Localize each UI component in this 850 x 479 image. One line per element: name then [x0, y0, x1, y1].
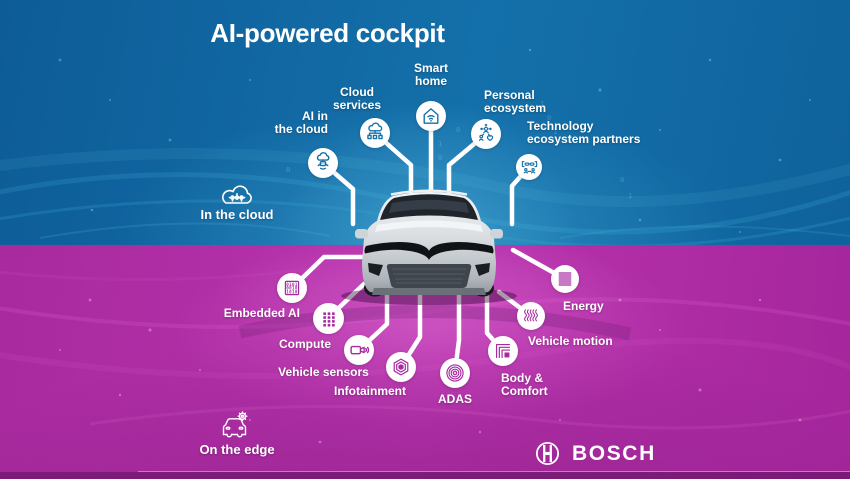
- wave-lines-icon: [524, 309, 538, 322]
- technology-ecosystem-partners-label: Technology ecosystem partners: [527, 119, 641, 146]
- bosch-wordmark: BOSCH: [572, 441, 656, 465]
- svg-text:0101: 0101: [286, 282, 298, 287]
- camera-icon: [350, 345, 370, 355]
- layers-icon: [495, 343, 511, 359]
- svg-text:0: 0: [547, 114, 551, 122]
- smart-home-icon: [423, 108, 439, 124]
- connector-personal-ecosystem: [446, 131, 489, 203]
- binary-code-icon: 0101 0010 1010: [284, 280, 300, 296]
- personal-ecosystem-icon: [478, 123, 494, 142]
- vehicle-motion-node: [517, 302, 545, 330]
- adas-node: [440, 358, 470, 388]
- svg-text:1010: 1010: [286, 290, 298, 295]
- connector-cloud-services: [372, 130, 414, 203]
- in-the-cloud-zone-label: In the cloud: [200, 207, 274, 222]
- energy-label: Energy: [563, 299, 604, 313]
- car-illustration: [341, 189, 517, 305]
- infotainment-label: Infotainment: [334, 384, 406, 398]
- embedded-ai-node: 0101 0010 1010: [277, 273, 307, 303]
- technology-ecosystem-partners-node: [516, 154, 542, 180]
- ai-robot-icon: [316, 152, 330, 170]
- svg-text:1: 1: [628, 192, 632, 200]
- stacked-lines-icon: [558, 272, 572, 286]
- car-chip-icon: [218, 410, 252, 445]
- svg-text:0: 0: [286, 166, 290, 174]
- svg-text:0: 0: [456, 126, 460, 134]
- bosch-logo: BOSCH: [534, 440, 656, 467]
- ai-in-the-cloud-label: AI in the cloud: [274, 109, 328, 136]
- embedded-ai-label: Embedded AI: [223, 306, 300, 320]
- on-the-edge-zone-label: On the edge: [199, 442, 275, 457]
- bottom-divider-line: [138, 471, 850, 472]
- vehicle-sensors-label: Vehicle sensors: [278, 365, 369, 379]
- page-title: AI-powered cockpit: [210, 18, 445, 48]
- bottom-edge-strip: [0, 472, 850, 479]
- infotainment-node: [386, 352, 416, 382]
- cloud-circuit-icon: [217, 182, 257, 215]
- svg-text:0: 0: [620, 176, 624, 184]
- cloud-network-icon: [367, 122, 383, 140]
- svg-text:1: 1: [438, 140, 442, 148]
- adas-label: ADAS: [437, 392, 472, 406]
- compute-grid-icon: [322, 311, 335, 327]
- hexagon-rings-icon: [393, 358, 409, 376]
- body-comfort-node: [488, 336, 518, 366]
- smart-home-node: [416, 101, 446, 131]
- svg-text:0010: 0010: [286, 286, 298, 291]
- energy-node: [551, 265, 579, 293]
- compute-node: [313, 303, 344, 334]
- vehicle-sensors-node: [344, 335, 374, 365]
- vehicle-motion-label: Vehicle motion: [528, 334, 613, 348]
- svg-text:0: 0: [438, 154, 442, 162]
- personal-ecosystem-node: [471, 119, 501, 149]
- body-comfort-label: Body & Comfort: [501, 371, 548, 398]
- svg-text:1: 1: [553, 128, 557, 136]
- concentric-circles-icon: [446, 364, 464, 382]
- cloud-services-node: [360, 118, 390, 148]
- handshake-icon: [521, 160, 537, 173]
- bosch-symbol-icon: [535, 441, 560, 466]
- personal-ecosystem-label: Personal ecosystem: [484, 88, 547, 115]
- compute-label: Compute: [279, 337, 331, 351]
- ai-in-the-cloud-node: [308, 148, 338, 178]
- svg-text:1: 1: [540, 100, 544, 108]
- cloud-services-label: Cloud services: [332, 85, 382, 112]
- smart-home-label: Smart home: [413, 61, 448, 88]
